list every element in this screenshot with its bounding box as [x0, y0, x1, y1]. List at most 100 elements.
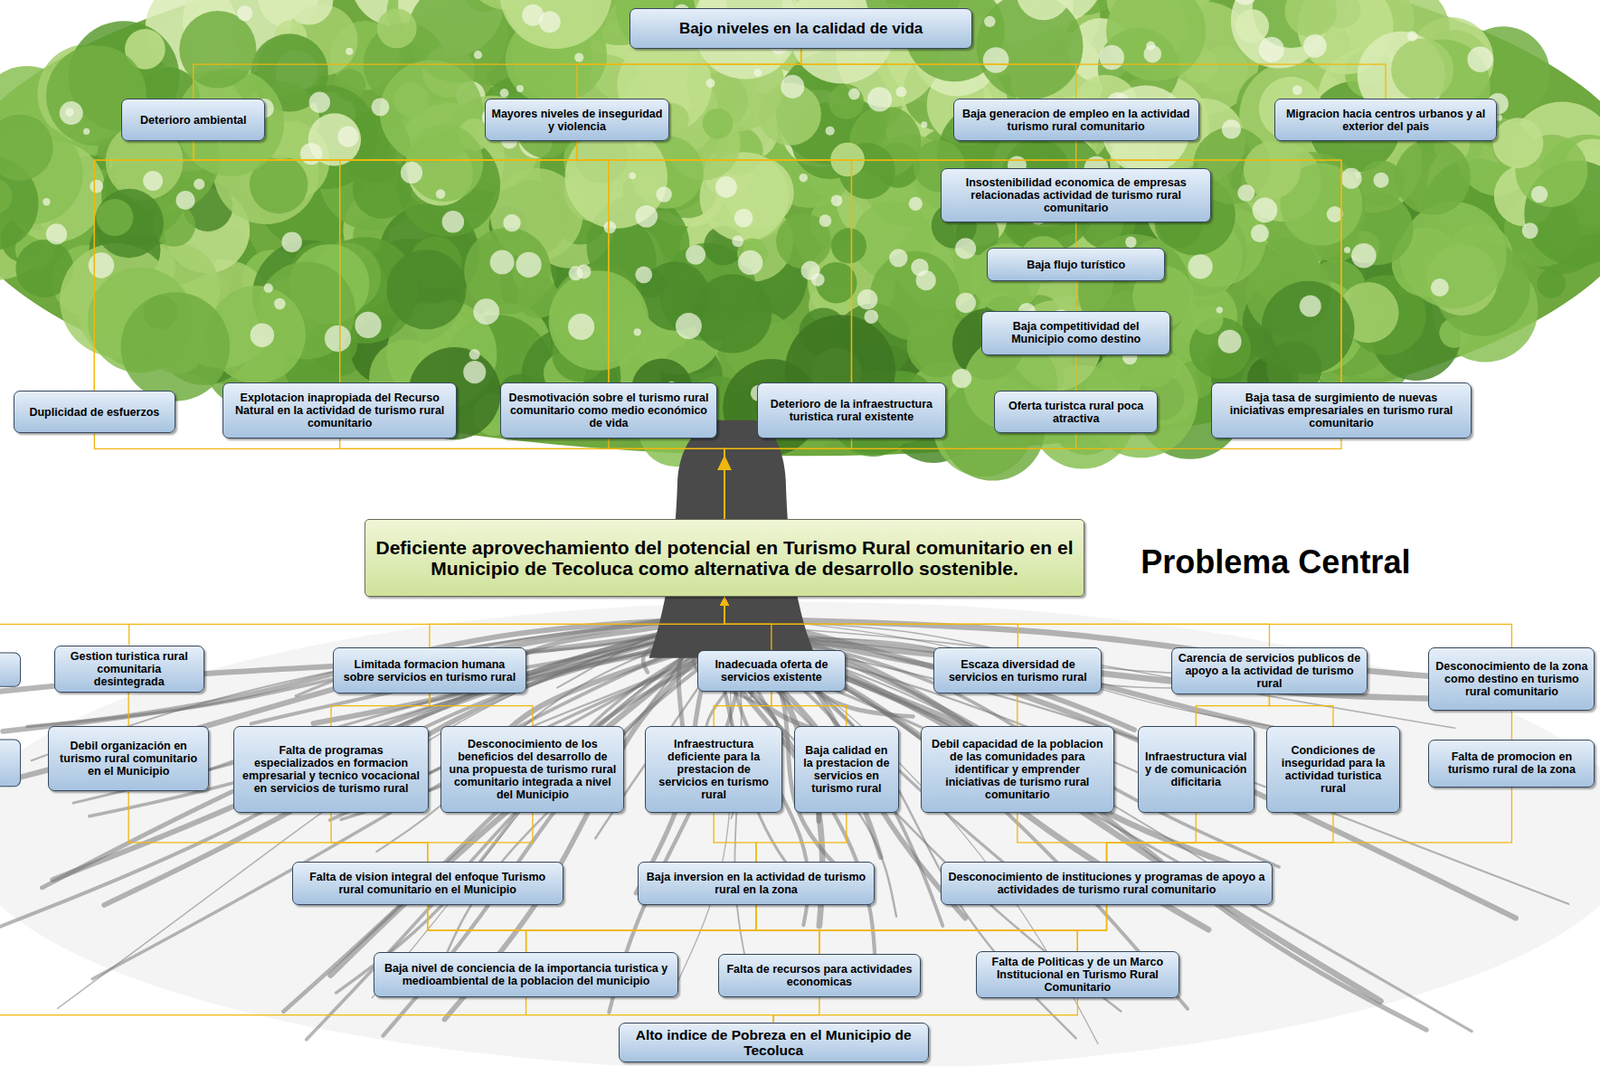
leaf-blob: [863, 309, 879, 324]
problem-tree-box: Deterioro de la infraestructura turistic…: [757, 382, 947, 439]
box-text: Falta de Politicas y de un Marco Institu…: [982, 956, 1174, 995]
root-line: [27, 615, 749, 728]
bracket-line: [0, 624, 130, 625]
leaf-blob: [300, 142, 322, 165]
leaf-blob: [1252, 197, 1279, 223]
connector: [129, 596, 725, 646]
problem-tree-box: Falta de recursos para actividades econo…: [718, 954, 920, 999]
leaf-blob: [89, 179, 104, 194]
leaf-blob: [250, 322, 275, 347]
problem-tree-box: Baja generacion de empleo en la activida…: [953, 98, 1200, 141]
connector: [771, 691, 847, 727]
connector: [724, 433, 1077, 520]
leaf-blob: [848, 88, 861, 101]
central-problem-box: Deficiente aprovechamiento del potencial…: [364, 519, 1086, 597]
leaf-blob: [1326, 206, 1344, 223]
connector: [724, 596, 772, 651]
leaf-blob: [825, 126, 835, 136]
leaf-blob: [193, 179, 205, 190]
box-text: Debil capacidad de la poblacion de las c…: [927, 738, 1108, 802]
leaf-blob: [908, 197, 923, 211]
leaf-blob: [142, 170, 163, 191]
leaf-blob: [0, 114, 54, 181]
problem-tree-box: Desmotivación sobre el turismo rural com…: [500, 382, 718, 439]
leaf-blob: [502, 214, 521, 233]
leaf-blob: [857, 289, 878, 310]
connector: [577, 141, 852, 383]
box-text: Baja flujo turístico: [1026, 258, 1126, 272]
leaf-blob: [1407, 30, 1418, 41]
box-text: Falta de promocion en turismo rural de l…: [1434, 750, 1589, 777]
connector: [724, 596, 1018, 648]
connector: [713, 691, 772, 727]
leaf-blob: [738, 250, 763, 275]
leaf-blob: [1259, 37, 1285, 63]
connector: [193, 141, 1342, 383]
leaf-blob: [377, 9, 417, 49]
problem-tree-box: Gestion turistica rural comunitaria desi…: [54, 645, 205, 693]
box-text: Inadecuada oferta de servicios existente: [703, 658, 841, 684]
box-text: Debil organización en turismo rural comu…: [54, 739, 203, 778]
box-text: Desmotivación sobre el turismo rural com…: [506, 391, 711, 430]
leaf-blob: [1284, 0, 1337, 38]
connector: [724, 596, 1512, 648]
leaf-blob: [702, 108, 734, 140]
root-line: [2, 617, 751, 732]
leaf-blob: [345, 47, 353, 56]
connector: [1017, 813, 1108, 862]
connector: [427, 813, 533, 862]
ground-wash: [0, 602, 1600, 1066]
leaf-blob: [831, 195, 843, 208]
leaf-blob: [780, 75, 805, 99]
leaf-blob: [1522, 222, 1539, 239]
connector: [1075, 355, 1077, 392]
leaf-blob: [59, 101, 84, 125]
connector: [94, 433, 725, 520]
problem-tree-box: Carencia de servicios publicos de apoyo …: [1171, 647, 1368, 695]
leaf-blob: [175, 190, 195, 210]
box-text: Alto indice de Pobreza en el Municipio d…: [624, 1027, 923, 1060]
connector: [193, 141, 853, 383]
leaf-blob: [956, 293, 976, 313]
problem-tree-box: Condiciones de inseguridad para la activ…: [1266, 726, 1401, 814]
leaf-blob: [500, 88, 510, 98]
leaf-blob: [236, 5, 253, 21]
box-text: Desconocimiento de los beneficios del de…: [446, 738, 618, 802]
connector: [1107, 813, 1334, 862]
box-text: Explotacion inapropiada del Recurso Natu…: [228, 391, 451, 430]
connector: [713, 813, 757, 862]
box-text: Baja competitividad del Municipio como d…: [987, 320, 1165, 346]
connector: [724, 438, 852, 520]
box-text: Condiciones de inseguridad para la activ…: [1272, 744, 1394, 796]
connector: [429, 693, 533, 727]
box-text: Baja inversion en la actividad de turism…: [643, 871, 869, 897]
problem-tree-box: Baja competitividad del Municipio como d…: [981, 311, 1171, 356]
leaf-blob: [1400, 201, 1507, 309]
leaf-blob: [685, 245, 706, 266]
leaf-blob: [469, 349, 481, 360]
problem-tree-box: Duplicidad de esfuerzos: [13, 390, 176, 434]
root-line: [698, 637, 1472, 1032]
leaf-blob: [634, 205, 658, 228]
leaf-blob: [920, 121, 928, 128]
problem-tree-box: Oferta turistca rural poca atractiva: [994, 390, 1159, 434]
box-text: Oferta turistca rural poca atractiva: [1000, 399, 1153, 426]
leaf-blob: [776, 213, 832, 269]
problem-tree-box: Insostenibilidad economica de empresas r…: [940, 168, 1212, 223]
box-text: Infraestructura vial y de comunicación d…: [1144, 750, 1249, 789]
leaf-blob: [463, 360, 486, 384]
connector: [1075, 222, 1077, 248]
connector: [526, 905, 1108, 953]
box-text: Desconocimiento de instituciones y progr…: [946, 871, 1267, 897]
leaf-blob: [1218, 330, 1242, 354]
box-text: Limitada formacion humana sobre servicio…: [339, 658, 521, 684]
problem-tree-box: Desconocimiento de la zona como destino …: [1428, 647, 1595, 711]
leaf-blob: [955, 237, 976, 259]
leaf-blob: [406, 123, 484, 202]
box-text: Infraestructura deficiente para la prest…: [651, 738, 777, 802]
connector: [819, 905, 1108, 955]
connector: [801, 48, 1386, 99]
connector: [756, 813, 847, 862]
leaf-blob: [1372, 172, 1389, 189]
